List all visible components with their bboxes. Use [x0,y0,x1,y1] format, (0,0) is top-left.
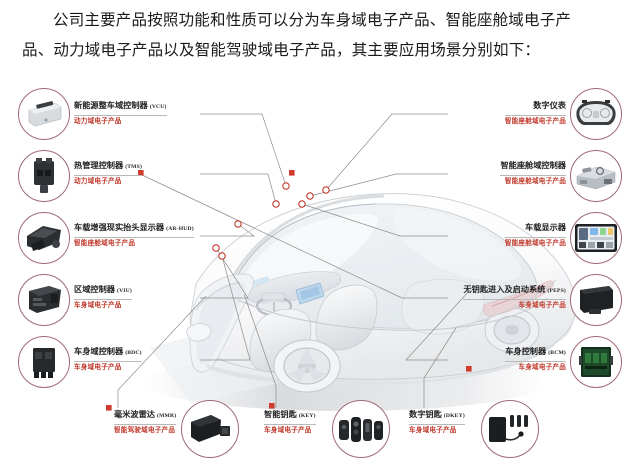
thumb-bcm-image [571,337,621,387]
thumb-bdc[interactable] [18,336,70,388]
thumb-arhud-image [19,213,69,263]
callout-vcu-title: 新能源整车域控制器 (VCU) [74,101,167,110]
callout-arhud-rule [74,236,194,238]
callout-cluster-title: 数字仪表 [533,101,566,110]
thumb-bcm[interactable] [570,336,622,388]
callout-tms-category: 动力域电子产品 [74,178,122,185]
callout-viu-category: 车身域电子产品 [74,302,122,309]
callout-dkey-rule [409,423,465,425]
thumb-cluster-image [571,89,621,139]
callout-cockpit-dc-category: 智能座舱域电子产品 [504,178,566,185]
callout-peps[interactable]: 无钥匙进入及启动系统 (PEPS) 车身域电子产品 [463,284,566,311]
thumb-mmr-image [182,401,238,457]
intro-paragraph: 公司主要产品按照功能和性质可以分为车身域电子产品、智能座舱域电子产 品、动力域电… [22,6,622,66]
callout-bdc-rule [74,360,142,362]
thumb-arhud[interactable] [18,212,70,264]
callout-display[interactable]: 车载显示器 智能座舱域电子产品 [504,222,566,249]
callout-mmr-category: 智能驾驶域电子产品 [114,427,176,434]
callout-tms[interactable]: 热管理控制器 (TMS) 动力域电子产品 [74,160,143,187]
thumb-vcu-image [19,89,69,139]
thumb-display-image [571,213,621,263]
callout-cockpit-dc-rule [500,174,566,176]
thumb-key-image [333,401,389,457]
callout-tms-rule [74,174,143,176]
callout-cockpit-dc[interactable]: 智能座舱域控制器 智能座舱域电子产品 [500,160,566,187]
callout-display-rule [504,236,566,238]
thumb-tms-image [19,151,69,201]
callout-display-category: 智能座舱域电子产品 [504,240,566,247]
callout-peps-rule [463,298,566,300]
callout-dkey-title: 数字钥匙 (DKEY) [409,410,465,419]
thumb-peps-image [571,275,621,325]
callout-tms-title: 热管理控制器 (TMS) [74,161,143,170]
thumb-viu-image [19,275,69,325]
callout-dkey[interactable]: 数字钥匙 (DKEY) 车身域电子产品 [409,409,465,436]
intro-paragraph-line-1: 公司主要产品按照功能和性质可以分为车身域电子产品、智能座舱域电子产 [53,12,572,29]
callout-mmr-title: 毫米波雷达 (MMR) [114,410,177,419]
thumb-vcu[interactable] [18,88,70,140]
callout-viu-rule [74,298,132,300]
callout-arhud-title: 车载增强现实抬头显示器 (AR-HUD) [74,223,194,232]
callout-display-title: 车载显示器 [525,223,566,232]
callout-cluster[interactable]: 数字仪表 智能座舱域电子产品 [504,100,566,127]
callout-mmr[interactable]: 毫米波雷达 (MMR) 智能驾驶域电子产品 [114,409,177,436]
callout-bdc-category: 车身域电子产品 [74,364,122,371]
intro-paragraph-line-2: 品、动力域电子产品以及智能驾驶域电子产品，其主要应用场景分别如下： [22,42,541,59]
thumb-cockpit-dc[interactable] [570,150,622,202]
callout-bdc-title: 车身域控制器 (BDC) [74,347,142,356]
callout-vcu-category: 动力域电子产品 [74,118,122,125]
thumb-display[interactable] [570,212,622,264]
thumb-key[interactable] [332,400,390,458]
callout-viu-title: 区域控制器 (VIU) [74,285,132,294]
callout-arhud[interactable]: 车载增强现实抬头显示器 (AR-HUD) 智能座舱域电子产品 [74,222,194,249]
thumb-viu[interactable] [18,274,70,326]
callout-viu[interactable]: 区域控制器 (VIU) 车身域电子产品 [74,284,132,311]
thumb-tms[interactable] [18,150,70,202]
car-illustration-layer [145,193,577,411]
callout-key-category: 车身域电子产品 [264,427,312,434]
callout-bcm-rule [505,360,566,362]
callout-dkey-category: 车身域电子产品 [409,427,457,434]
thumb-dkey-image [482,401,538,457]
callout-vcu-rule [74,114,167,116]
thumb-cluster[interactable] [570,88,622,140]
callout-bcm-title: 车身控制器 (BCM) [505,347,566,356]
callout-cockpit-dc-title: 智能座舱域控制器 [500,161,566,170]
leader-lines-layer [106,113,472,411]
thumb-dkey[interactable] [481,400,539,458]
callout-bcm[interactable]: 车身控制器 (BCM) 车身域电子产品 [505,346,566,373]
callout-key[interactable]: 智能钥匙 (KEY) 车身域电子产品 [264,409,316,436]
callout-bcm-category: 车身域电子产品 [518,364,566,371]
callout-cluster-category: 智能座舱域电子产品 [504,118,566,125]
callout-mmr-rule [114,423,177,425]
callout-peps-category: 车身域电子产品 [518,302,566,309]
thumb-cockpit-dc-image [571,151,621,201]
thumb-bdc-image [19,337,69,387]
callout-vcu[interactable]: 新能源整车域控制器 (VCU) 动力域电子产品 [74,100,167,127]
callout-key-title: 智能钥匙 (KEY) [264,410,316,419]
callout-key-rule [264,423,316,425]
callout-cluster-rule [504,114,566,116]
thumb-mmr[interactable] [181,400,239,458]
callout-bdc[interactable]: 车身域控制器 (BDC) 车身域电子产品 [74,346,142,373]
thumb-peps[interactable] [570,274,622,326]
product-scenario-diagram: 新能源整车域控制器 (VCU) 动力域电子产品 热管理控制器 (TMS) 动力域… [0,78,640,474]
callout-arhud-category: 智能座舱域电子产品 [74,240,136,247]
callout-peps-title: 无钥匙进入及启动系统 (PEPS) [463,285,566,294]
